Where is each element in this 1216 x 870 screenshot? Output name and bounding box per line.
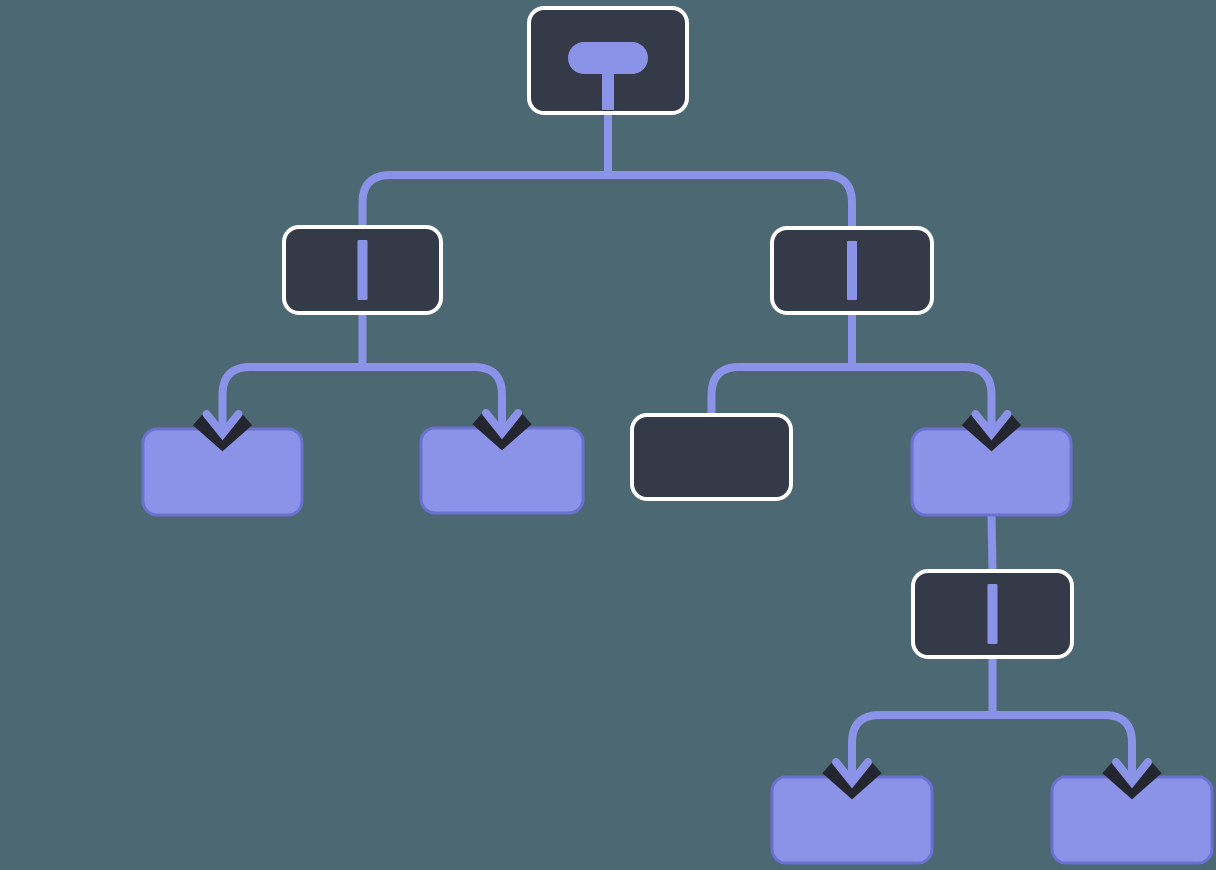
chevron-dark-icon xyxy=(961,414,1022,452)
placeholder-vertical-bar xyxy=(357,240,368,300)
node-branch-right xyxy=(770,226,934,315)
arrow-head xyxy=(482,409,522,440)
connector-elbow xyxy=(362,363,506,432)
node-branch-left xyxy=(282,225,443,315)
placeholder-vertical-bar xyxy=(987,584,998,644)
arrow-head xyxy=(202,410,243,441)
connector-elbow xyxy=(852,363,996,433)
connector-elbow xyxy=(992,711,1136,781)
chevron-dark-icon xyxy=(1102,762,1162,800)
connector-straight xyxy=(987,514,997,572)
chevron-dark-icon xyxy=(192,414,253,452)
connector-elbow xyxy=(218,363,363,433)
connector-lines xyxy=(218,113,1136,781)
node-box-dark xyxy=(630,413,793,501)
connector-elbow xyxy=(608,171,856,228)
arrow-down-icon xyxy=(822,745,882,800)
node-branch-low xyxy=(911,569,1074,659)
arrow-head xyxy=(971,410,1012,441)
arrow-head xyxy=(1112,758,1152,789)
arrow-down-icon xyxy=(1102,745,1162,800)
connector-elbow xyxy=(358,171,608,227)
chevron-dark-icon xyxy=(822,762,882,800)
placeholder-stem-bar xyxy=(602,66,614,110)
connector-elbow xyxy=(707,363,852,415)
arrow-down-icon xyxy=(192,397,253,452)
connector-elbow xyxy=(848,711,993,781)
placeholder-vertical-bar xyxy=(847,241,857,300)
arrow-down-icon xyxy=(961,397,1022,452)
node-dark-leaf xyxy=(630,413,793,501)
arrow-head xyxy=(832,758,872,789)
arrow-down-icon xyxy=(472,396,532,451)
placeholder-pill xyxy=(568,42,648,74)
chevron-dark-icon xyxy=(472,413,532,451)
node-root xyxy=(527,6,689,115)
